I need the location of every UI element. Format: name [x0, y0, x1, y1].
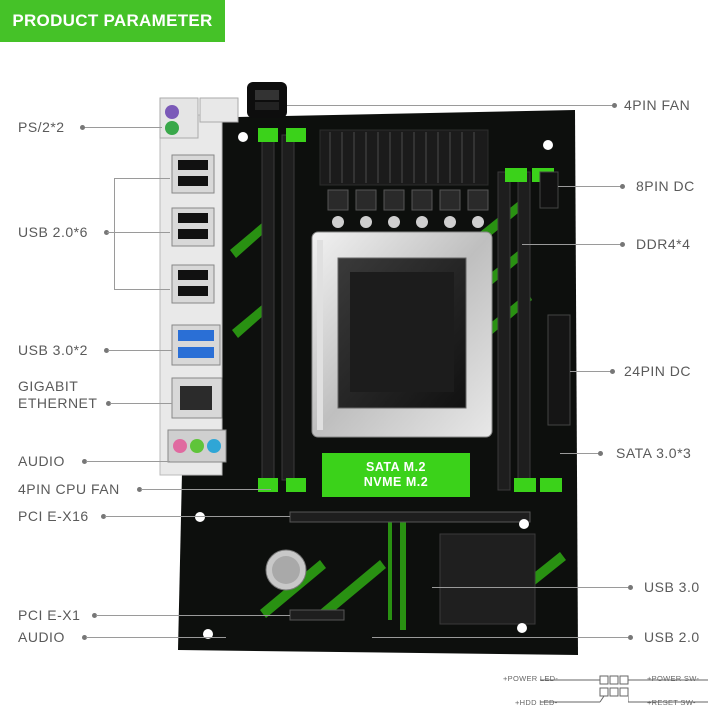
callout-24pin-dc: [570, 371, 612, 372]
pcie-x16-slot: [289, 511, 531, 523]
label-pcie-x1: PCI E-X1: [18, 607, 81, 623]
m2-label-line2: NVME M.2: [363, 475, 429, 489]
callout-usb2-mid: [114, 232, 170, 233]
callout-usb2-header: [372, 637, 628, 638]
callout-4pin-fan-dot: [612, 103, 617, 108]
vrm-heatsink: [319, 129, 489, 186]
label-24pin-dc: 24PIN DC: [624, 363, 692, 379]
label-audio-header: AUDIO: [18, 629, 65, 645]
callout-ethernet-dot: [106, 401, 111, 406]
audio-jacks: [167, 429, 227, 463]
label-reset-sw: +RESET SW-: [647, 698, 696, 707]
label-ethernet-line2: ETHERNET: [18, 395, 98, 411]
label-sata: SATA 3.0*3: [616, 445, 692, 461]
callout-4pin-fan: [287, 105, 613, 106]
callout-usb2-header-dot: [628, 635, 633, 640]
callout-ddr4: [522, 244, 622, 245]
dimm-slots-left: [258, 128, 306, 492]
label-usb3-rear: USB 3.0*2: [18, 342, 88, 358]
callout-usb3-header-dot: [628, 585, 633, 590]
m2-label: SATA M.2 NVME M.2: [322, 460, 470, 490]
callout-audio-header: [86, 637, 226, 638]
callout-ps2-dot: [80, 125, 85, 130]
ps2-mouse-icon: [165, 121, 179, 135]
callout-usb2: [107, 232, 115, 233]
callout-8pin-dc-dot: [620, 184, 625, 189]
label-hdd-led: +HDD LED-: [515, 698, 558, 707]
ps2-port: [159, 97, 199, 139]
callout-audio-dot: [82, 459, 87, 464]
front-panel-pin-diagram-right: [628, 679, 708, 703]
m2-label-line1: SATA M.2: [365, 460, 427, 474]
label-usb3-header: USB 3.0: [644, 579, 700, 595]
cpu-8pin-connector: [539, 171, 559, 209]
callout-sata: [560, 453, 600, 454]
callout-usb2-bot: [114, 289, 170, 290]
label-ddr4: DDR4*4: [636, 236, 691, 252]
ps2-keyboard-icon: [165, 105, 179, 119]
m2-heatsink: [322, 453, 470, 497]
callout-24pin-dc-dot: [610, 369, 615, 374]
usb2-ports: [171, 154, 215, 304]
dimm-slots-right: [497, 168, 562, 492]
label-usb2-header: USB 2.0: [644, 629, 700, 645]
callout-8pin-dc: [558, 186, 622, 187]
label-cpu-fan: 4PIN CPU FAN: [18, 481, 120, 497]
callout-pcie-x1: [96, 615, 290, 616]
callout-ethernet: [110, 403, 172, 404]
chipset-heatsink: [439, 533, 536, 625]
label-4pin-fan: 4PIN FAN: [624, 97, 691, 113]
callout-usb2-top: [114, 178, 170, 179]
callout-ddr4-dot: [620, 242, 625, 247]
callout-audio-header-dot: [82, 635, 87, 640]
label-power-led: +POWER LED-: [503, 674, 559, 683]
product-parameter-banner: PRODUCT PARAMETER: [0, 0, 225, 42]
callout-usb3: [108, 350, 172, 351]
label-ethernet-line1: GIGABIT: [18, 378, 79, 394]
mounting-holes: [195, 132, 553, 639]
label-power-sw: +POWER SW-: [647, 674, 700, 683]
callout-pcie-x1-dot: [92, 613, 97, 618]
label-ps2: PS/2*2: [18, 119, 65, 135]
callout-usb3-header: [432, 587, 628, 588]
callout-audio: [86, 461, 170, 462]
label-8pin-dc: 8PIN DC: [636, 178, 695, 194]
callout-pcie-x16-dot: [101, 514, 106, 519]
atx-24pin-connector: [547, 314, 571, 426]
callout-pcie-x16: [105, 516, 290, 517]
callout-cpu-fan-dot: [137, 487, 142, 492]
label-pcie-x16: PCI E-X16: [18, 508, 89, 524]
callout-ps2: [84, 127, 162, 128]
pcie-x1-slot: [289, 609, 345, 621]
label-ethernet: GIGABIT ETHERNET: [18, 378, 97, 412]
callout-sata-dot: [598, 451, 603, 456]
label-usb2: USB 2.0*6: [18, 224, 88, 240]
callout-cpu-fan: [141, 489, 271, 490]
callout-usb3-dot: [104, 348, 109, 353]
label-audio-rear: AUDIO: [18, 453, 65, 469]
callout-usb2-bracket: [114, 178, 115, 290]
callout-usb2-dot: [104, 230, 109, 235]
vrm-chokes: [327, 189, 489, 211]
cpu-socket: [311, 231, 493, 438]
